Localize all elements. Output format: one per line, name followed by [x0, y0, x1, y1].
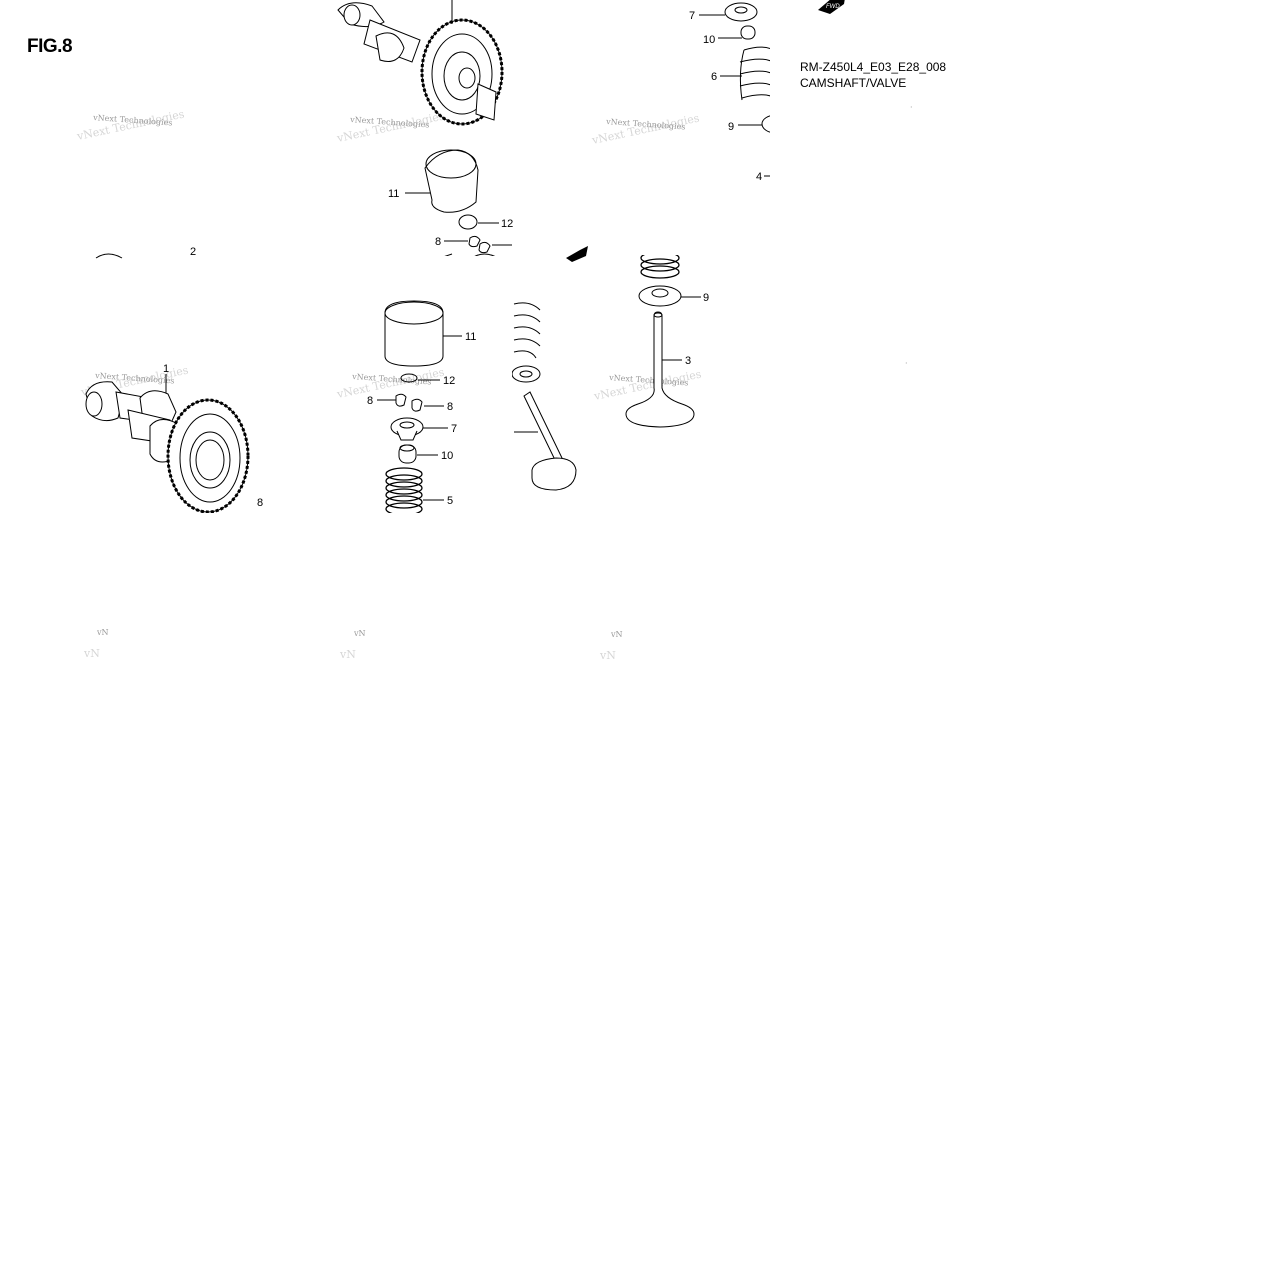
spring-retainer-mid: [390, 417, 448, 441]
valve-lifter-top: [405, 149, 479, 213]
callout-12-top: 12: [501, 218, 513, 230]
callout-6-top: 6: [711, 71, 717, 83]
watermark-9: vN: [610, 630, 623, 639]
watermark-bg-9: vN: [599, 649, 616, 662]
fwd-arrow-icon-mid: [566, 246, 588, 262]
camshaft-mid-view: [85, 374, 250, 513]
callout-3-mid: 3: [685, 355, 691, 367]
fwd-arrow-icon: FWD: [818, 0, 845, 14]
callout-7-top: 7: [689, 10, 695, 22]
callout-8-mid-bottom: 8: [257, 497, 263, 509]
watermark-7: vN: [96, 628, 109, 637]
callout-5-mid: 5: [447, 495, 453, 507]
valve-lifter-mid: [384, 300, 462, 367]
callout-8-top: 8: [435, 236, 441, 248]
watermark-bg-7: vN: [83, 647, 100, 660]
model-code: RM-Z450L4_E03_E28_008: [800, 60, 947, 74]
callout-10-top: 10: [703, 34, 715, 46]
callout-7-mid: 7: [451, 423, 457, 435]
spring-seat-right: [638, 285, 701, 307]
camshaft-top-view: [337, 0, 504, 126]
valve-right: [625, 311, 695, 428]
watermark-bg-8: vN: [339, 648, 356, 661]
camshaft-partial-left: [95, 253, 123, 259]
shim-mid: [400, 373, 440, 383]
callout-10-mid: 10: [441, 450, 453, 462]
callout-2-top: 2: [190, 246, 196, 258]
callout-9-mid: 9: [703, 292, 709, 304]
callout-9-top: 9: [728, 121, 734, 133]
shim-top: [458, 214, 499, 230]
callout-1-mid: 1: [163, 363, 169, 375]
figure-label: FIG.8: [27, 36, 73, 57]
callout-8-mid-left: 8: [367, 395, 373, 407]
valve-partial-mid: [512, 302, 577, 491]
watermark-dot-1: ·: [910, 103, 913, 112]
callout-11-mid: 11: [465, 331, 476, 343]
valve-parts-top-right: [699, 2, 770, 177]
cotters-mid: [377, 393, 444, 412]
cotter-top: [444, 235, 512, 256]
valve-spring-partial-right: [640, 255, 680, 279]
valve-spring-mid: [385, 467, 444, 513]
watermark-dot-2: ·: [905, 359, 908, 368]
callout-8-mid-right: 8: [447, 401, 453, 413]
callout-12-mid: 12: [443, 375, 455, 387]
watermark-8: vN: [353, 629, 366, 638]
valve-stem-seal-mid: [398, 444, 438, 464]
callout-11-top: 11: [388, 188, 399, 200]
callout-4-top: 4: [756, 171, 762, 183]
section-title: CAMSHAFT/VALVE: [800, 76, 907, 90]
fwd-arrow-label: FWD: [826, 4, 840, 10]
